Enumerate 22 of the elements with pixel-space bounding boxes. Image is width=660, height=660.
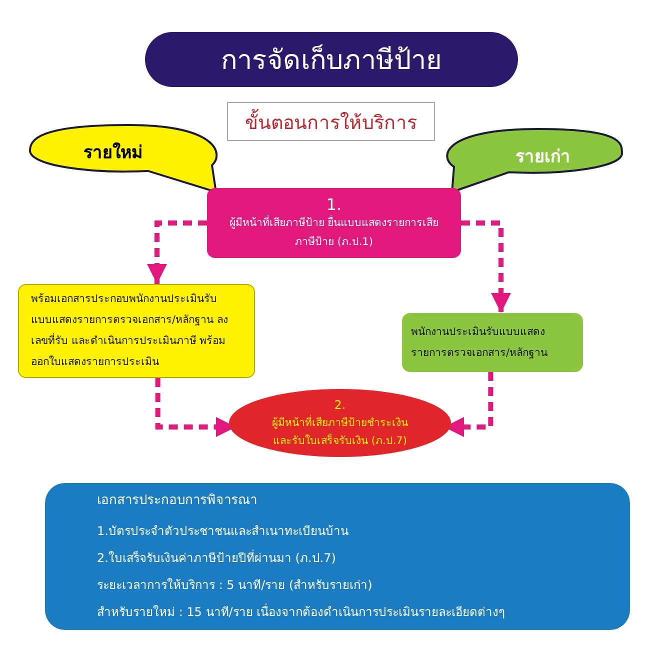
info-panel <box>45 483 630 630</box>
title: การจัดเก็บภาษีป้าย <box>221 43 442 78</box>
step-number: 2. <box>333 397 347 414</box>
step-text: พร้อมเอกสารประกอบพนักงานประเมินรับ แบบแสดงรายการตรวจเอกสาร/หลักฐาน ลงเลขที่รับ และดำเนินการประเมินภาษี พร้อมออกใบแสดงรายการประเมิน <box>31 292 229 370</box>
panel-heading: เอกสารประกอบการพิจารณา <box>97 492 258 510</box>
process-ellipse <box>228 388 452 458</box>
step-text: ผู้มีหน้าที่เสียภาษีป้ายชำระเงิน และรับใบเสร็จรับเงิน (ภ.ป.7) <box>271 414 409 449</box>
subtitle: ขั้นตอนการให้บริการ <box>228 106 434 136</box>
process-box <box>207 188 461 258</box>
panel-text: สำหรับรายใหม่ : 15 นาที/ราย เนื่องจากต้องดำเนินการประเมินรายละเอียดต่างๆ <box>97 602 506 621</box>
process-box <box>18 284 255 378</box>
panel-text: 2.ใบเสร็จรับเงินค่าภาษีป้ายปีที่ผ่านมา (ภ.ป.7) <box>97 548 337 567</box>
bubble-label: รายเก่า <box>514 146 572 169</box>
panel-text: ระยะเวลาการให้บริการ : 5 นาที/ราย (สำหรับรายเก่า) <box>97 577 374 594</box>
process-box <box>402 313 583 372</box>
panel-text: 1.บัตรประจำตัวประชาชนและสำเนาทะเบียนบ้าน <box>97 523 350 540</box>
arrow <box>147 220 207 284</box>
step-text: ผู้มีหน้าที่เสียภาษีป้าย ยื่นแบบแสดงรายการเสียภาษีป้าย (ภ.ป.1) <box>229 214 439 250</box>
step-text: พนักงานประเมินรับแบบแสดง รายการตรวจเอกสาร/หลักฐาน <box>411 324 549 360</box>
bubble-label: รายใหม่ <box>82 141 144 165</box>
step-number: 1. <box>325 194 343 214</box>
arrow <box>461 220 511 313</box>
